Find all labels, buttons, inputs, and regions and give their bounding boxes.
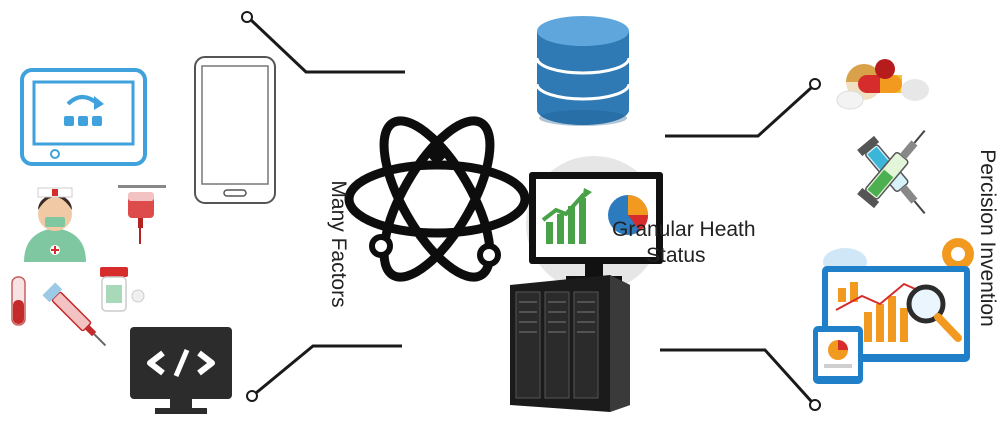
nurse-icon (24, 187, 86, 262)
tablet-refresh-icon (20, 68, 147, 166)
pills-icon (836, 59, 929, 110)
test-tube-icon (11, 276, 26, 326)
database-icon (535, 16, 631, 126)
granular-health-label-line1: Granular Heath (612, 218, 756, 241)
medicine-bottle-icon (100, 267, 145, 312)
atom-icon (344, 116, 530, 282)
precision-intervention-label: Percision Invention (976, 149, 999, 327)
many-factors-label: Many Factors (327, 180, 350, 308)
analytics-dashboard-icon (813, 238, 974, 384)
connector-bottom-left (246, 344, 402, 402)
smartphone-outline-icon (194, 56, 276, 204)
syringe-icon (42, 282, 107, 347)
server-rack-icon (510, 275, 630, 412)
granular-health-label-line2: Status (646, 244, 706, 267)
iv-bag-icon (118, 185, 166, 244)
syringes-icon (857, 129, 926, 215)
connector-top-right (665, 78, 821, 138)
code-monitor-icon (130, 327, 232, 414)
connector-top-left (241, 11, 405, 74)
connector-bottom-right (660, 348, 821, 411)
